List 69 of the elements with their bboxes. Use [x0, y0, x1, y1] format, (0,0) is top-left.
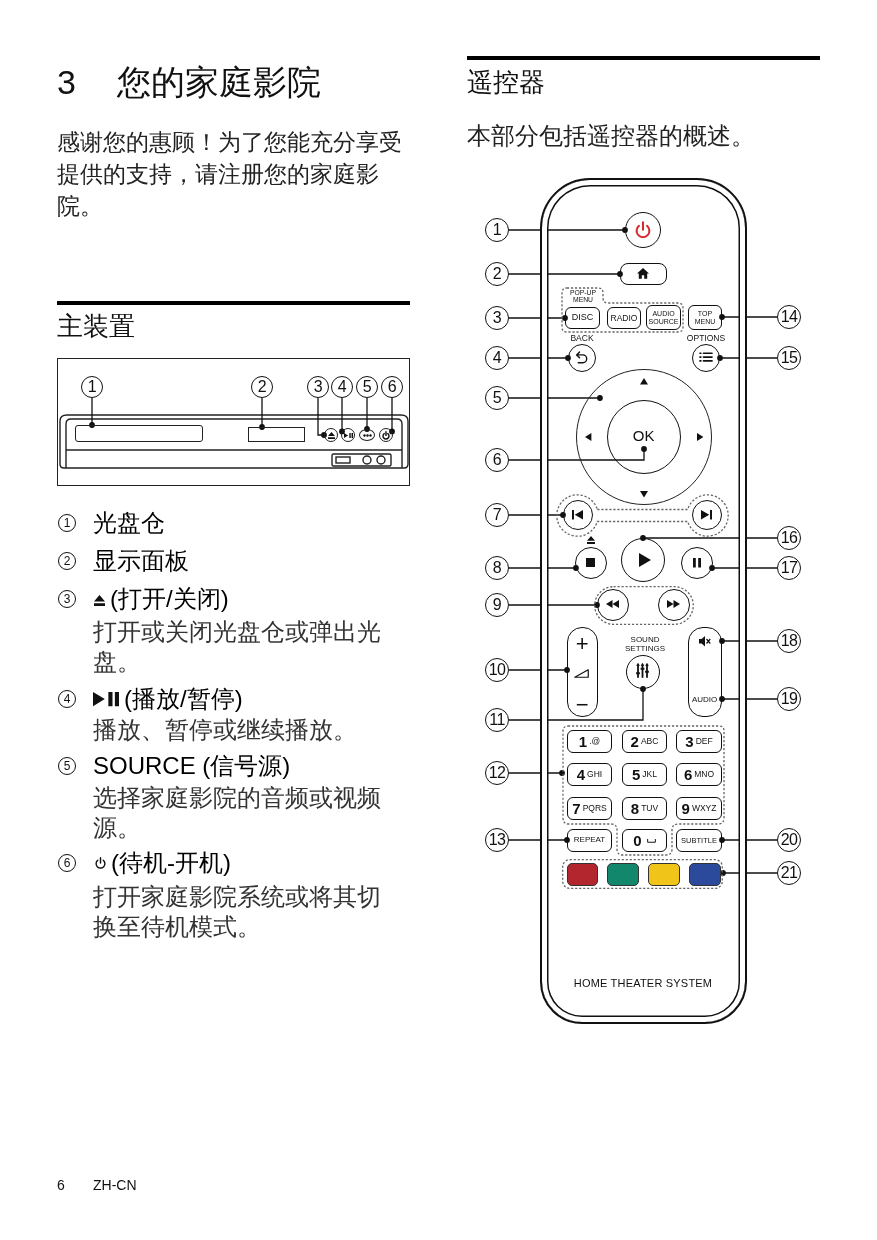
number-key: 1.@	[567, 730, 612, 753]
number-key: 0	[622, 829, 667, 852]
leader-line	[640, 535, 778, 541]
item-heading: SOURCE (信号源)	[93, 751, 291, 781]
leader-line	[89, 397, 95, 428]
leader-line	[717, 355, 778, 361]
item-heading: (播放/暂停)	[124, 684, 243, 714]
button-group	[556, 494, 729, 537]
item-text: 选择家庭影院的音频或视频源。	[93, 783, 382, 843]
item-heading: (待机-开机)	[111, 848, 231, 878]
chapter-number: 3	[57, 62, 76, 102]
color-button	[689, 863, 721, 886]
button-group	[561, 287, 684, 333]
leader-line	[719, 837, 778, 843]
leader-line	[719, 314, 778, 320]
product-label: HOME THEATER SYSTEM	[573, 977, 713, 989]
item-text: 播放、暂停或继续播放。	[93, 715, 358, 745]
button: RADIO	[607, 307, 641, 329]
section-heading: 遥控器	[467, 66, 545, 98]
leader-line	[720, 870, 778, 876]
paragraph: 本部分包括遥控器的概述。	[467, 121, 756, 151]
leader-line	[719, 638, 778, 644]
button-group	[562, 725, 725, 856]
remote-control	[540, 178, 747, 1024]
page-number: 6	[57, 1176, 65, 1194]
leader-line	[508, 565, 579, 571]
disc-tray	[75, 425, 203, 442]
button-label: SOUND SETTINGS	[624, 635, 666, 653]
leader-line	[508, 837, 570, 843]
item-heading: (打开/关闭)	[110, 584, 229, 614]
button-group	[594, 586, 694, 625]
display-panel	[248, 427, 305, 442]
button: REPEAT	[567, 829, 612, 852]
rocker-button: AUDIO	[688, 627, 722, 717]
leader-line	[317, 397, 327, 438]
color-button	[567, 863, 598, 886]
button-group	[562, 859, 723, 889]
leader-line	[508, 355, 571, 361]
leader-line	[364, 397, 370, 432]
leader-line	[508, 686, 646, 721]
button	[620, 263, 667, 285]
rocker-button: + −	[567, 627, 598, 717]
leader-line	[508, 227, 628, 233]
leader-line	[259, 397, 265, 430]
item-text: 打开家庭影院系统或将其切换至待机模式。	[93, 882, 382, 942]
leader-line	[508, 395, 603, 401]
leader-line	[389, 397, 395, 435]
leader-line	[339, 397, 345, 435]
color-button	[648, 863, 680, 886]
leader-line	[508, 446, 647, 461]
leader-line	[709, 565, 778, 571]
paragraph: 感谢您的惠顾！为了您能充分享受提供的支持，请注册您的家庭影院。	[57, 128, 402, 221]
page-title: 您的家庭影院	[117, 62, 321, 102]
leader-line	[508, 667, 570, 673]
item-heading: 显示面板	[93, 546, 189, 576]
section-heading: 主装置	[57, 310, 135, 342]
leader-line	[719, 696, 778, 702]
button: DISC	[565, 307, 600, 329]
color-button	[607, 863, 639, 886]
leader-line	[508, 602, 600, 608]
item-text: 打开或关闭光盘仓或弹出光盘。	[93, 617, 382, 677]
leader-line	[508, 315, 568, 321]
button-label: OPTIONS	[686, 333, 726, 343]
leader-line	[508, 770, 565, 776]
leader-line	[508, 271, 623, 277]
leader-line	[508, 512, 566, 518]
button-label: BACK	[570, 333, 594, 343]
language-code: ZH-CN	[93, 1176, 137, 1194]
item-heading: 光盘仓	[93, 508, 165, 538]
